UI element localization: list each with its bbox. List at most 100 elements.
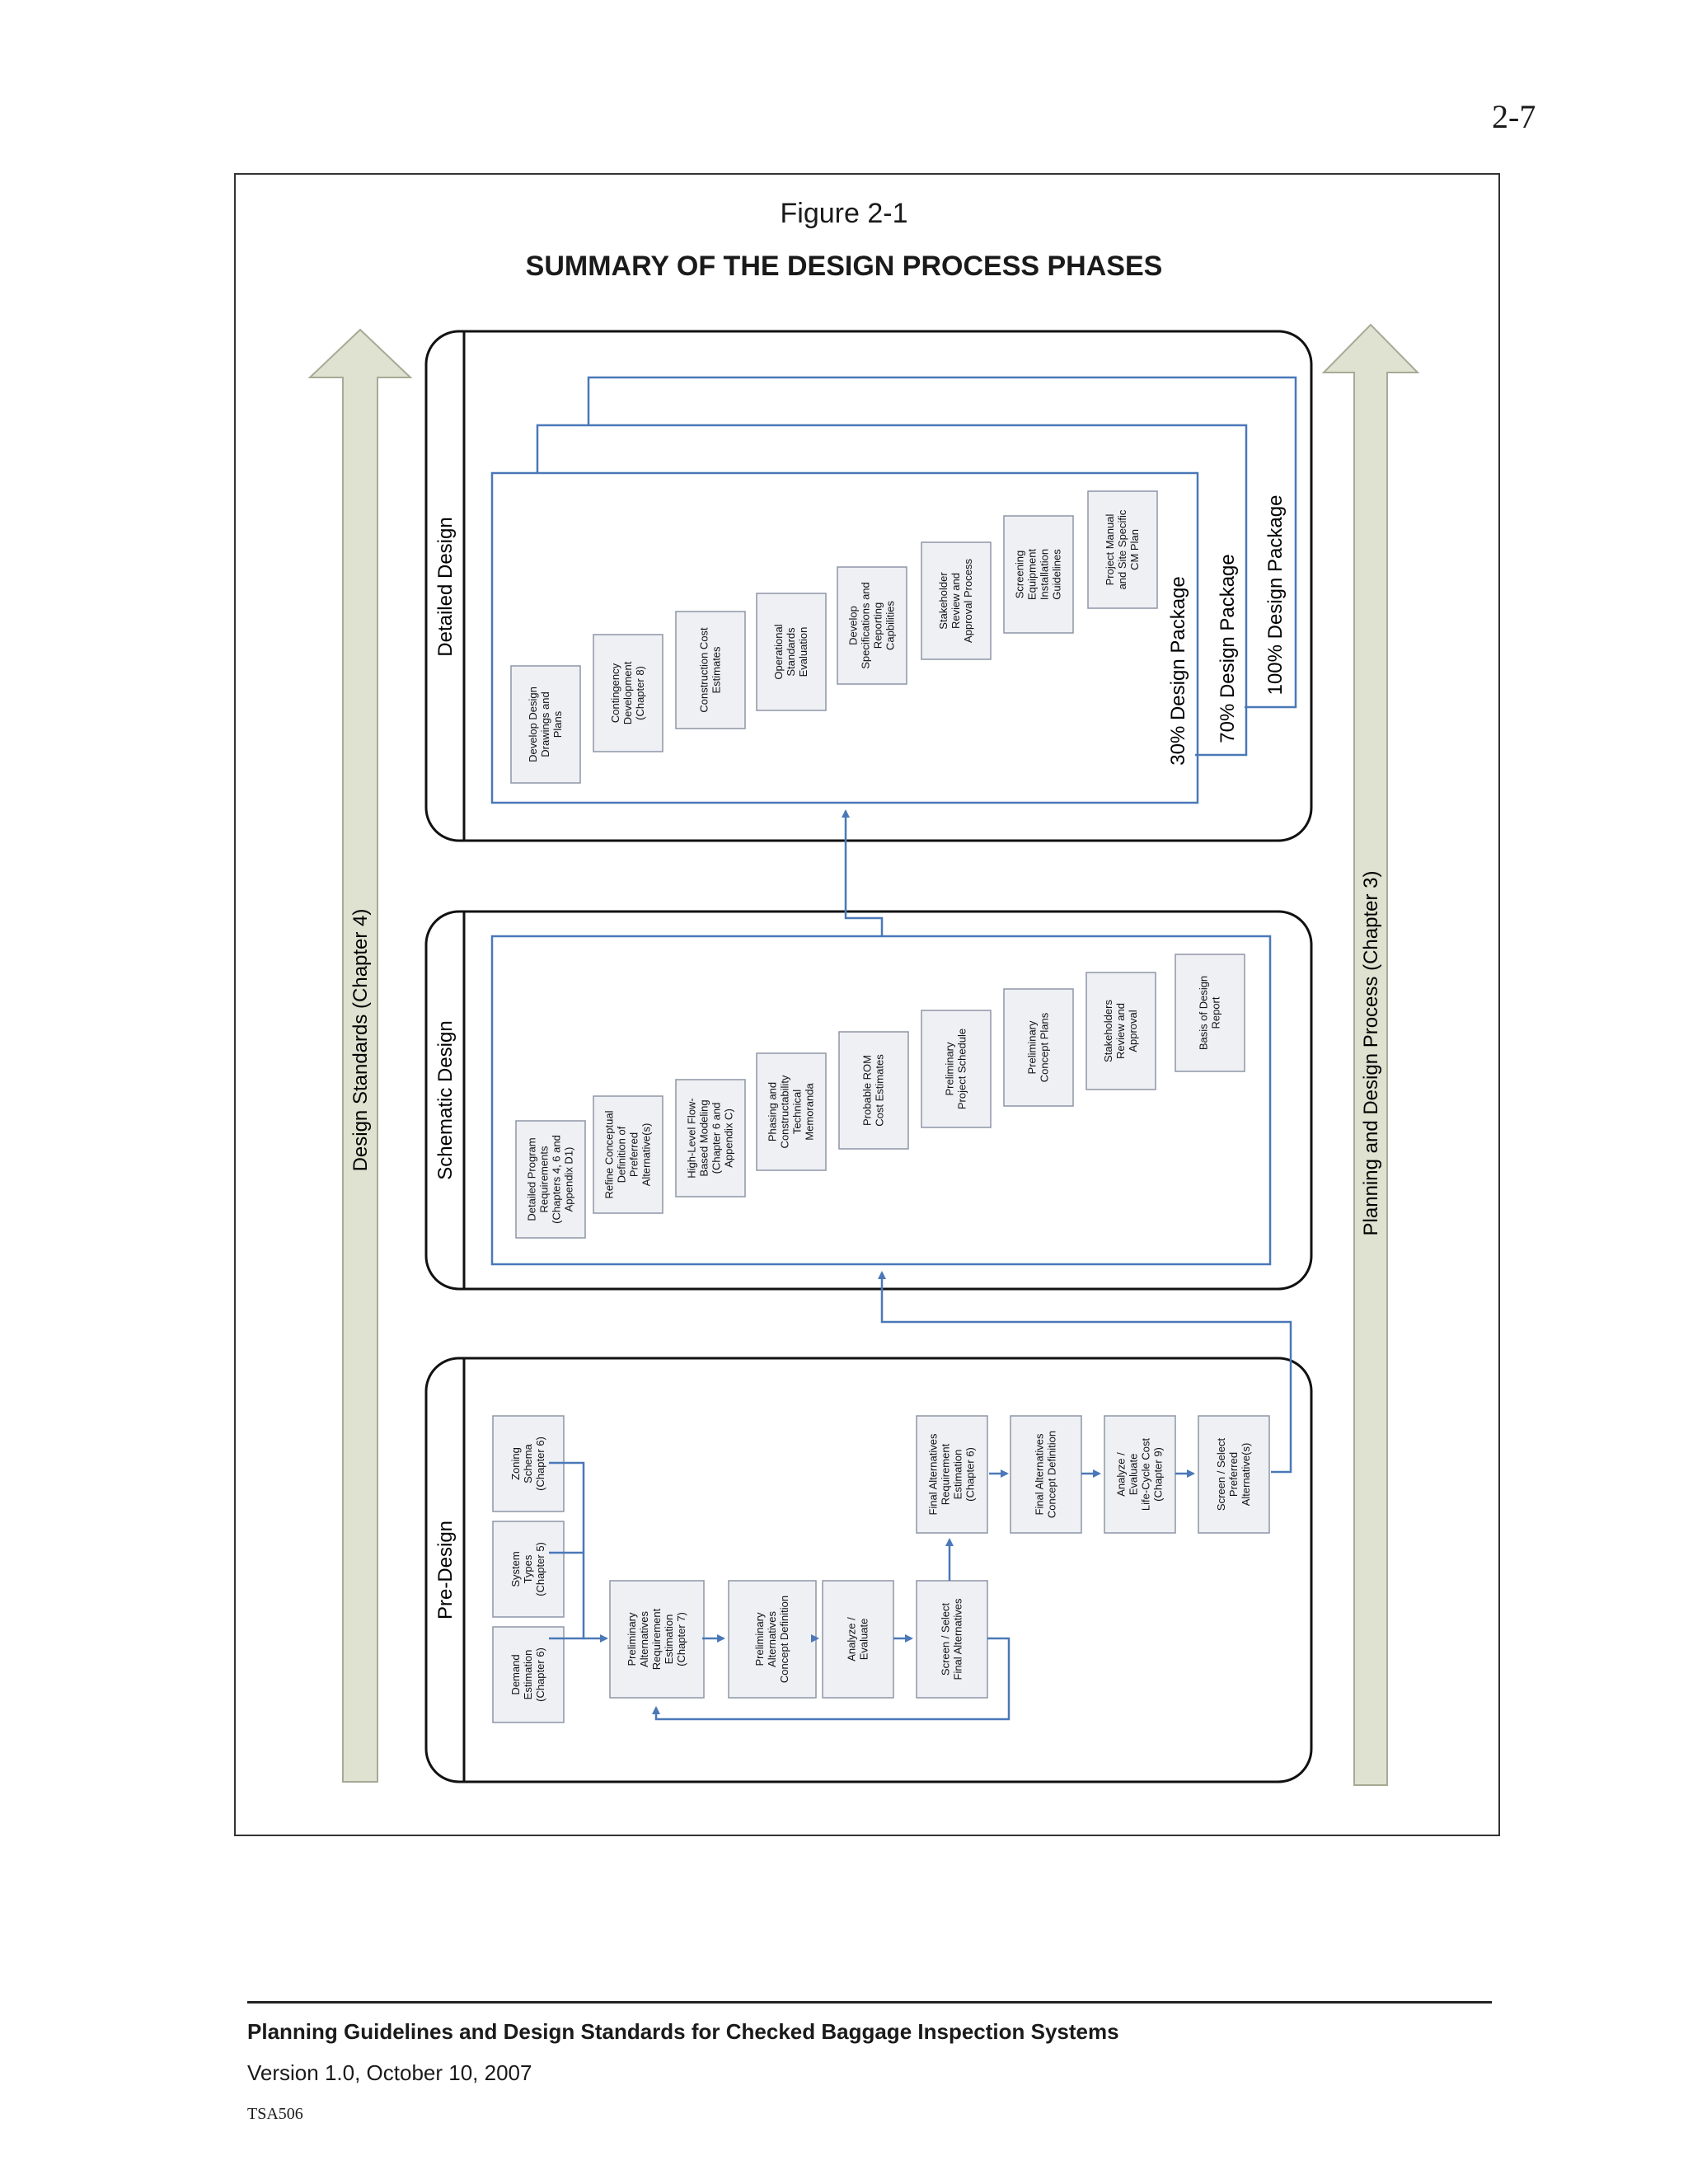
schematic-step-box-line: Based Modeling	[698, 1099, 710, 1176]
detailed-step-box-line: Develop	[847, 606, 860, 645]
detailed-step-box-line: Review and	[950, 573, 962, 629]
inputs-bracket	[549, 1461, 585, 1640]
predesign-input-box-line: Zoning	[509, 1447, 522, 1480]
schematic-step-box-line: Alternative(s)	[640, 1123, 653, 1187]
schematic-step-box-line: Phasing and	[767, 1082, 779, 1141]
predesign-final-box: Final AlternativesConcept Definition	[1010, 1415, 1082, 1534]
predesign-final-box-line: Screen / Select	[1215, 1438, 1227, 1511]
detailed-step-box-line: Capbilities	[884, 601, 897, 650]
package-70-label: 70% Design Package	[1217, 554, 1239, 743]
detailed-step-box-line: Development	[621, 661, 634, 724]
footer-version: Version 1.0, October 10, 2007	[247, 2060, 532, 2085]
planning-process-label: Planning and Design Process (Chapter 3)	[1360, 871, 1382, 1236]
predesign-final-box-line: Analyze /	[1115, 1452, 1128, 1497]
svg-text:DevelopSpecifications andRepor: DevelopSpecifications andReportingCapbil…	[847, 582, 897, 669]
detailed-step-box-line: Drawings and	[539, 691, 551, 757]
schematic-step-box: Basis of DesignReport	[1175, 954, 1245, 1072]
schematic-step-box: Detailed ProgramRequirements(Chapters 4,…	[515, 1120, 586, 1239]
predesign-flow-box-line: Preliminary	[626, 1612, 638, 1666]
schematic-step-box-line: High-Level Flow-	[686, 1098, 698, 1179]
schematic-step-box: High-Level Flow-Based Modeling(Chapter 6…	[675, 1079, 746, 1197]
page-number: 2-7	[1492, 98, 1536, 135]
predesign-final-box-line: (Chapter 9)	[1152, 1447, 1165, 1502]
schematic-step-box-line: Appendix D1)	[563, 1147, 575, 1212]
schematic-step-box-line: Memoranda	[804, 1083, 816, 1141]
footer-code: TSA506	[247, 2105, 303, 2123]
detailed-step-box: DevelopSpecifications andReportingCapbil…	[837, 566, 907, 685]
predesign-input-box-line: (Chapter 6)	[534, 1436, 546, 1491]
schematic-step-box-line: Preliminary	[944, 1042, 956, 1096]
detailed-step-box-line: (Chapter 8)	[634, 666, 646, 720]
svg-text:PreliminaryAlternativesRequire: PreliminaryAlternativesRequirementEstima…	[626, 1608, 687, 1670]
detailed-step-box-line: Approval Process	[962, 559, 974, 643]
svg-text:Screen / SelectPreferredAltern: Screen / SelectPreferredAlternative(s)	[1215, 1438, 1252, 1511]
schematic-step-box-line: Probable ROM	[861, 1055, 874, 1126]
detailed-step-box: Project Manualand Site SpecificCM Plan	[1087, 490, 1158, 609]
schematic-to-detailed-connector	[842, 809, 884, 936]
predesign-input-box-line: Types	[522, 1554, 534, 1583]
schematic-step-box: StakeholdersReview andApproval	[1085, 972, 1156, 1090]
predesign-flow-box-line: (Chapter 7)	[675, 1612, 687, 1666]
detailed-design-title: Detailed Design	[434, 517, 457, 656]
predesign-final-box-line: Estimation	[952, 1450, 964, 1500]
predesign-final-box-line: Life-Cycle Cost	[1140, 1438, 1152, 1511]
footer-title: Planning Guidelines and Design Standards…	[247, 2019, 1119, 2044]
schematic-step-box-line: Technical	[791, 1090, 804, 1134]
detailed-step-box: Develop DesignDrawings andPlans	[510, 665, 581, 784]
detailed-step-box-line: and Site Specific	[1116, 509, 1128, 589]
schematic-step-box-line: Detailed Program	[526, 1137, 538, 1221]
schematic-step-box-line: Definition of	[616, 1126, 628, 1183]
svg-text:Refine ConceptualDefinition of: Refine ConceptualDefinition ofPreferredA…	[603, 1110, 653, 1198]
schematic-step-box-line: Refine Conceptual	[603, 1110, 616, 1198]
schematic-step-box-line: Preliminary	[1026, 1020, 1039, 1075]
detailed-step-box-line: Guidelines	[1051, 549, 1063, 600]
svg-text:SystemTypes(Chapter 5): SystemTypes(Chapter 5)	[509, 1542, 546, 1596]
predesign-final-box-line: Alternative(s)	[1240, 1443, 1252, 1507]
predesign-final-box-line: Concept Definition	[1046, 1431, 1058, 1518]
schematic-step-box: PreliminaryConcept Plans	[1003, 988, 1074, 1107]
svg-text:StakeholderReview andApproval: StakeholderReview andApproval Process	[937, 559, 974, 643]
predesign-final-box-line: Final Alternatives	[1034, 1433, 1046, 1515]
predesign-input-box-line: (Chapter 5)	[534, 1542, 546, 1596]
detailed-step-box-line: Evaluation	[797, 627, 809, 677]
predesign-flow-box-line: Evaluate	[858, 1619, 870, 1661]
schematic-step-box: PreliminaryProject Schedule	[921, 1010, 992, 1128]
predesign-final-box-line: (Chapter 6)	[964, 1447, 977, 1502]
svg-text:High-Level Flow-Based Modeling: High-Level Flow-Based Modeling(Chapter 6…	[686, 1098, 735, 1179]
detailed-step-box-line: Specifications and	[860, 582, 872, 669]
detailed-step-box-line: Equipment	[1026, 549, 1039, 601]
svg-text:Screen / SelectFinal Alternati: Screen / SelectFinal Alternatives	[940, 1598, 964, 1680]
detailed-step-box-line: Installation	[1039, 549, 1051, 600]
svg-text:OperationalStandardsEvaluation: OperationalStandardsEvaluation	[772, 624, 809, 679]
package-frames	[490, 376, 1297, 804]
process-boxes: Develop DesignDrawings andPlansContingen…	[492, 490, 1270, 1723]
package-100-frame	[587, 376, 1297, 709]
schematic-step-box-line: Constructability	[779, 1075, 791, 1148]
schematic-step-box-line: Stakeholders	[1102, 1000, 1114, 1062]
planning-process-arrow	[1321, 323, 1420, 1786]
schematic-step-box: Phasing andConstructabilityTechnicalMemo…	[756, 1052, 827, 1171]
predesign-flow-box-line: Final Alternatives	[952, 1598, 964, 1680]
predesign-flow-box-line: Estimation	[663, 1615, 675, 1665]
package-30-frame	[490, 471, 1199, 804]
predesign-final-box-line: Preferred	[1227, 1452, 1240, 1497]
figure-label: Figure 2-1	[780, 198, 908, 229]
svg-text:PreliminaryProject Schedule: PreliminaryProject Schedule	[944, 1029, 968, 1109]
svg-text:PreliminaryAlternativesConcept: PreliminaryAlternativesConcept Definitio…	[753, 1596, 790, 1683]
predesign-to-schematic-connector	[878, 1271, 1292, 1474]
feedback-loop-connector	[652, 1637, 1010, 1721]
svg-text:Phasing andConstructabilityTec: Phasing andConstructabilityTechnicalMemo…	[767, 1075, 816, 1148]
svg-text:PreliminaryConcept Plans: PreliminaryConcept Plans	[1026, 1012, 1051, 1082]
schematic-step-box-line: Requirements	[538, 1146, 551, 1212]
predesign-input-box-line: (Chapter 6)	[534, 1647, 546, 1702]
predesign-flow-box: Analyze /Evaluate	[822, 1580, 894, 1699]
predesign-input-box: DemandEstimation(Chapter 6)	[492, 1626, 565, 1723]
detailed-step-box-line: Project Manual	[1104, 514, 1116, 586]
schematic-design-title: Schematic Design	[434, 1020, 457, 1179]
predesign-final-box: Final AlternativesRequirementEstimation(…	[916, 1415, 988, 1534]
schematic-step-box-line: Approval	[1127, 1010, 1139, 1052]
svg-text:Basis of DesignReport: Basis of DesignReport	[1198, 976, 1222, 1050]
design-standards-label: Design Standards (Chapter 4)	[349, 909, 372, 1172]
design-standards-arrow	[307, 328, 413, 1783]
pre-design-title: Pre-Design	[434, 1521, 457, 1619]
